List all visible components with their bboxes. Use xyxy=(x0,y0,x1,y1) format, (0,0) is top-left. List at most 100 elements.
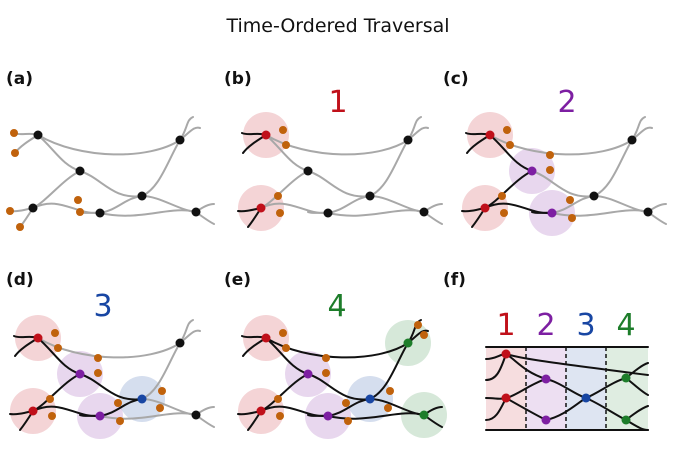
tensor-edge xyxy=(79,373,143,401)
open-leg-endpoint xyxy=(498,192,506,200)
tensor-node xyxy=(75,166,85,176)
open-leg-endpoint xyxy=(322,369,330,377)
open-leg-endpoint xyxy=(116,417,124,425)
tensor-node xyxy=(175,135,185,145)
tensor-edge xyxy=(489,134,633,156)
tensor-node xyxy=(261,130,271,140)
open-leg-endpoint xyxy=(503,126,511,134)
tensor-edge xyxy=(327,209,425,217)
tensor-node xyxy=(480,203,490,213)
tensor-node xyxy=(303,369,313,379)
tensor-node xyxy=(627,135,637,145)
open-leg-endpoint xyxy=(566,196,574,204)
tensor-node xyxy=(323,411,333,421)
open-leg-endpoint xyxy=(279,329,287,337)
tensor-edge xyxy=(265,337,409,359)
open-leg-endpoint xyxy=(46,395,54,403)
open-leg-endpoint xyxy=(10,129,18,137)
open-leg-endpoint xyxy=(420,331,428,339)
tensor-node xyxy=(191,410,201,420)
tensor-edge xyxy=(369,398,425,416)
tensor-node xyxy=(191,207,201,217)
panel-e-step-number: 4 xyxy=(327,289,346,324)
open-leg-endpoint xyxy=(568,214,576,222)
open-leg-endpoint xyxy=(276,209,284,217)
slice-3-number: 3 xyxy=(576,308,595,343)
tensor-node xyxy=(75,369,85,379)
circuit-gate-node xyxy=(581,393,591,403)
open-leg-endpoint xyxy=(342,399,350,407)
tensor-edge xyxy=(369,139,409,197)
tensor-node xyxy=(323,208,333,218)
tensor-node xyxy=(95,208,105,218)
figure-title: Time-Ordered Traversal xyxy=(225,15,449,37)
tensor-edge xyxy=(141,342,181,400)
open-leg-endpoint xyxy=(158,387,166,395)
open-leg-endpoint xyxy=(276,412,284,420)
open-leg-endpoint xyxy=(94,369,102,377)
open-leg-endpoint xyxy=(94,354,102,362)
open-leg-endpoint xyxy=(500,209,508,217)
tensor-edge xyxy=(37,134,81,172)
tensor-node xyxy=(403,338,413,348)
slice-3-band xyxy=(566,347,606,430)
tensor-edge xyxy=(369,342,409,400)
tensor-node xyxy=(95,411,105,421)
tensor-edge xyxy=(32,170,81,209)
tensor-node xyxy=(643,207,653,217)
open-leg-endpoint xyxy=(6,207,14,215)
panel-a-label: (a) xyxy=(6,69,33,89)
circuit-gate-node xyxy=(621,373,631,383)
tensor-edge xyxy=(141,139,181,197)
tensor-edge xyxy=(79,170,143,198)
tensor-node xyxy=(589,191,599,201)
circuit-gate-node xyxy=(621,415,631,425)
panel-f-circuit: 1 2 3 4 xyxy=(485,308,649,431)
open-leg-endpoint xyxy=(282,141,290,149)
tensor-node xyxy=(256,203,266,213)
tensor-edge xyxy=(489,134,533,172)
open-leg-endpoint xyxy=(322,354,330,362)
open-leg-endpoint xyxy=(51,329,59,337)
tensor-node xyxy=(256,406,266,416)
circuit-gate-node xyxy=(541,374,551,384)
panel-e-network xyxy=(237,315,447,439)
panel-a-network xyxy=(6,116,215,231)
open-leg-endpoint xyxy=(546,151,554,159)
open-leg-endpoint xyxy=(54,344,62,352)
tensor-node xyxy=(261,333,271,343)
open-leg-endpoint xyxy=(156,404,164,412)
open-leg-endpoint xyxy=(274,192,282,200)
panel-b-network xyxy=(237,112,443,231)
tensor-node xyxy=(303,166,313,176)
tensor-node xyxy=(365,191,375,201)
tensor-edge xyxy=(307,373,371,401)
open-leg-endpoint xyxy=(114,399,122,407)
circuit-gate-node xyxy=(501,349,511,359)
open-leg-endpoint xyxy=(74,196,82,204)
tensor-edge xyxy=(265,337,309,375)
tensor-node xyxy=(403,135,413,145)
open-leg-endpoint xyxy=(16,223,24,231)
tensor-edge xyxy=(369,195,425,213)
tensor-node xyxy=(28,406,38,416)
open-leg-endpoint xyxy=(274,395,282,403)
open-leg-endpoint xyxy=(546,166,554,174)
tensor-node xyxy=(527,166,537,176)
open-leg-endpoint xyxy=(386,387,394,395)
tensor-edge xyxy=(265,134,409,156)
tensor-node xyxy=(33,333,43,343)
slice-1-band xyxy=(486,347,526,430)
open-leg-endpoint xyxy=(48,412,56,420)
circuit-wire xyxy=(505,353,649,376)
slice-4-number: 4 xyxy=(616,308,635,343)
circuit-gate-node xyxy=(501,393,511,403)
tensor-edge xyxy=(531,170,595,198)
panel-b-label: (b) xyxy=(224,69,252,89)
tensor-edge xyxy=(141,195,197,213)
tensor-node xyxy=(33,130,43,140)
open-leg-endpoint xyxy=(344,417,352,425)
tensor-node xyxy=(137,394,147,404)
panel-c-network xyxy=(461,112,667,236)
tensor-node xyxy=(547,208,557,218)
